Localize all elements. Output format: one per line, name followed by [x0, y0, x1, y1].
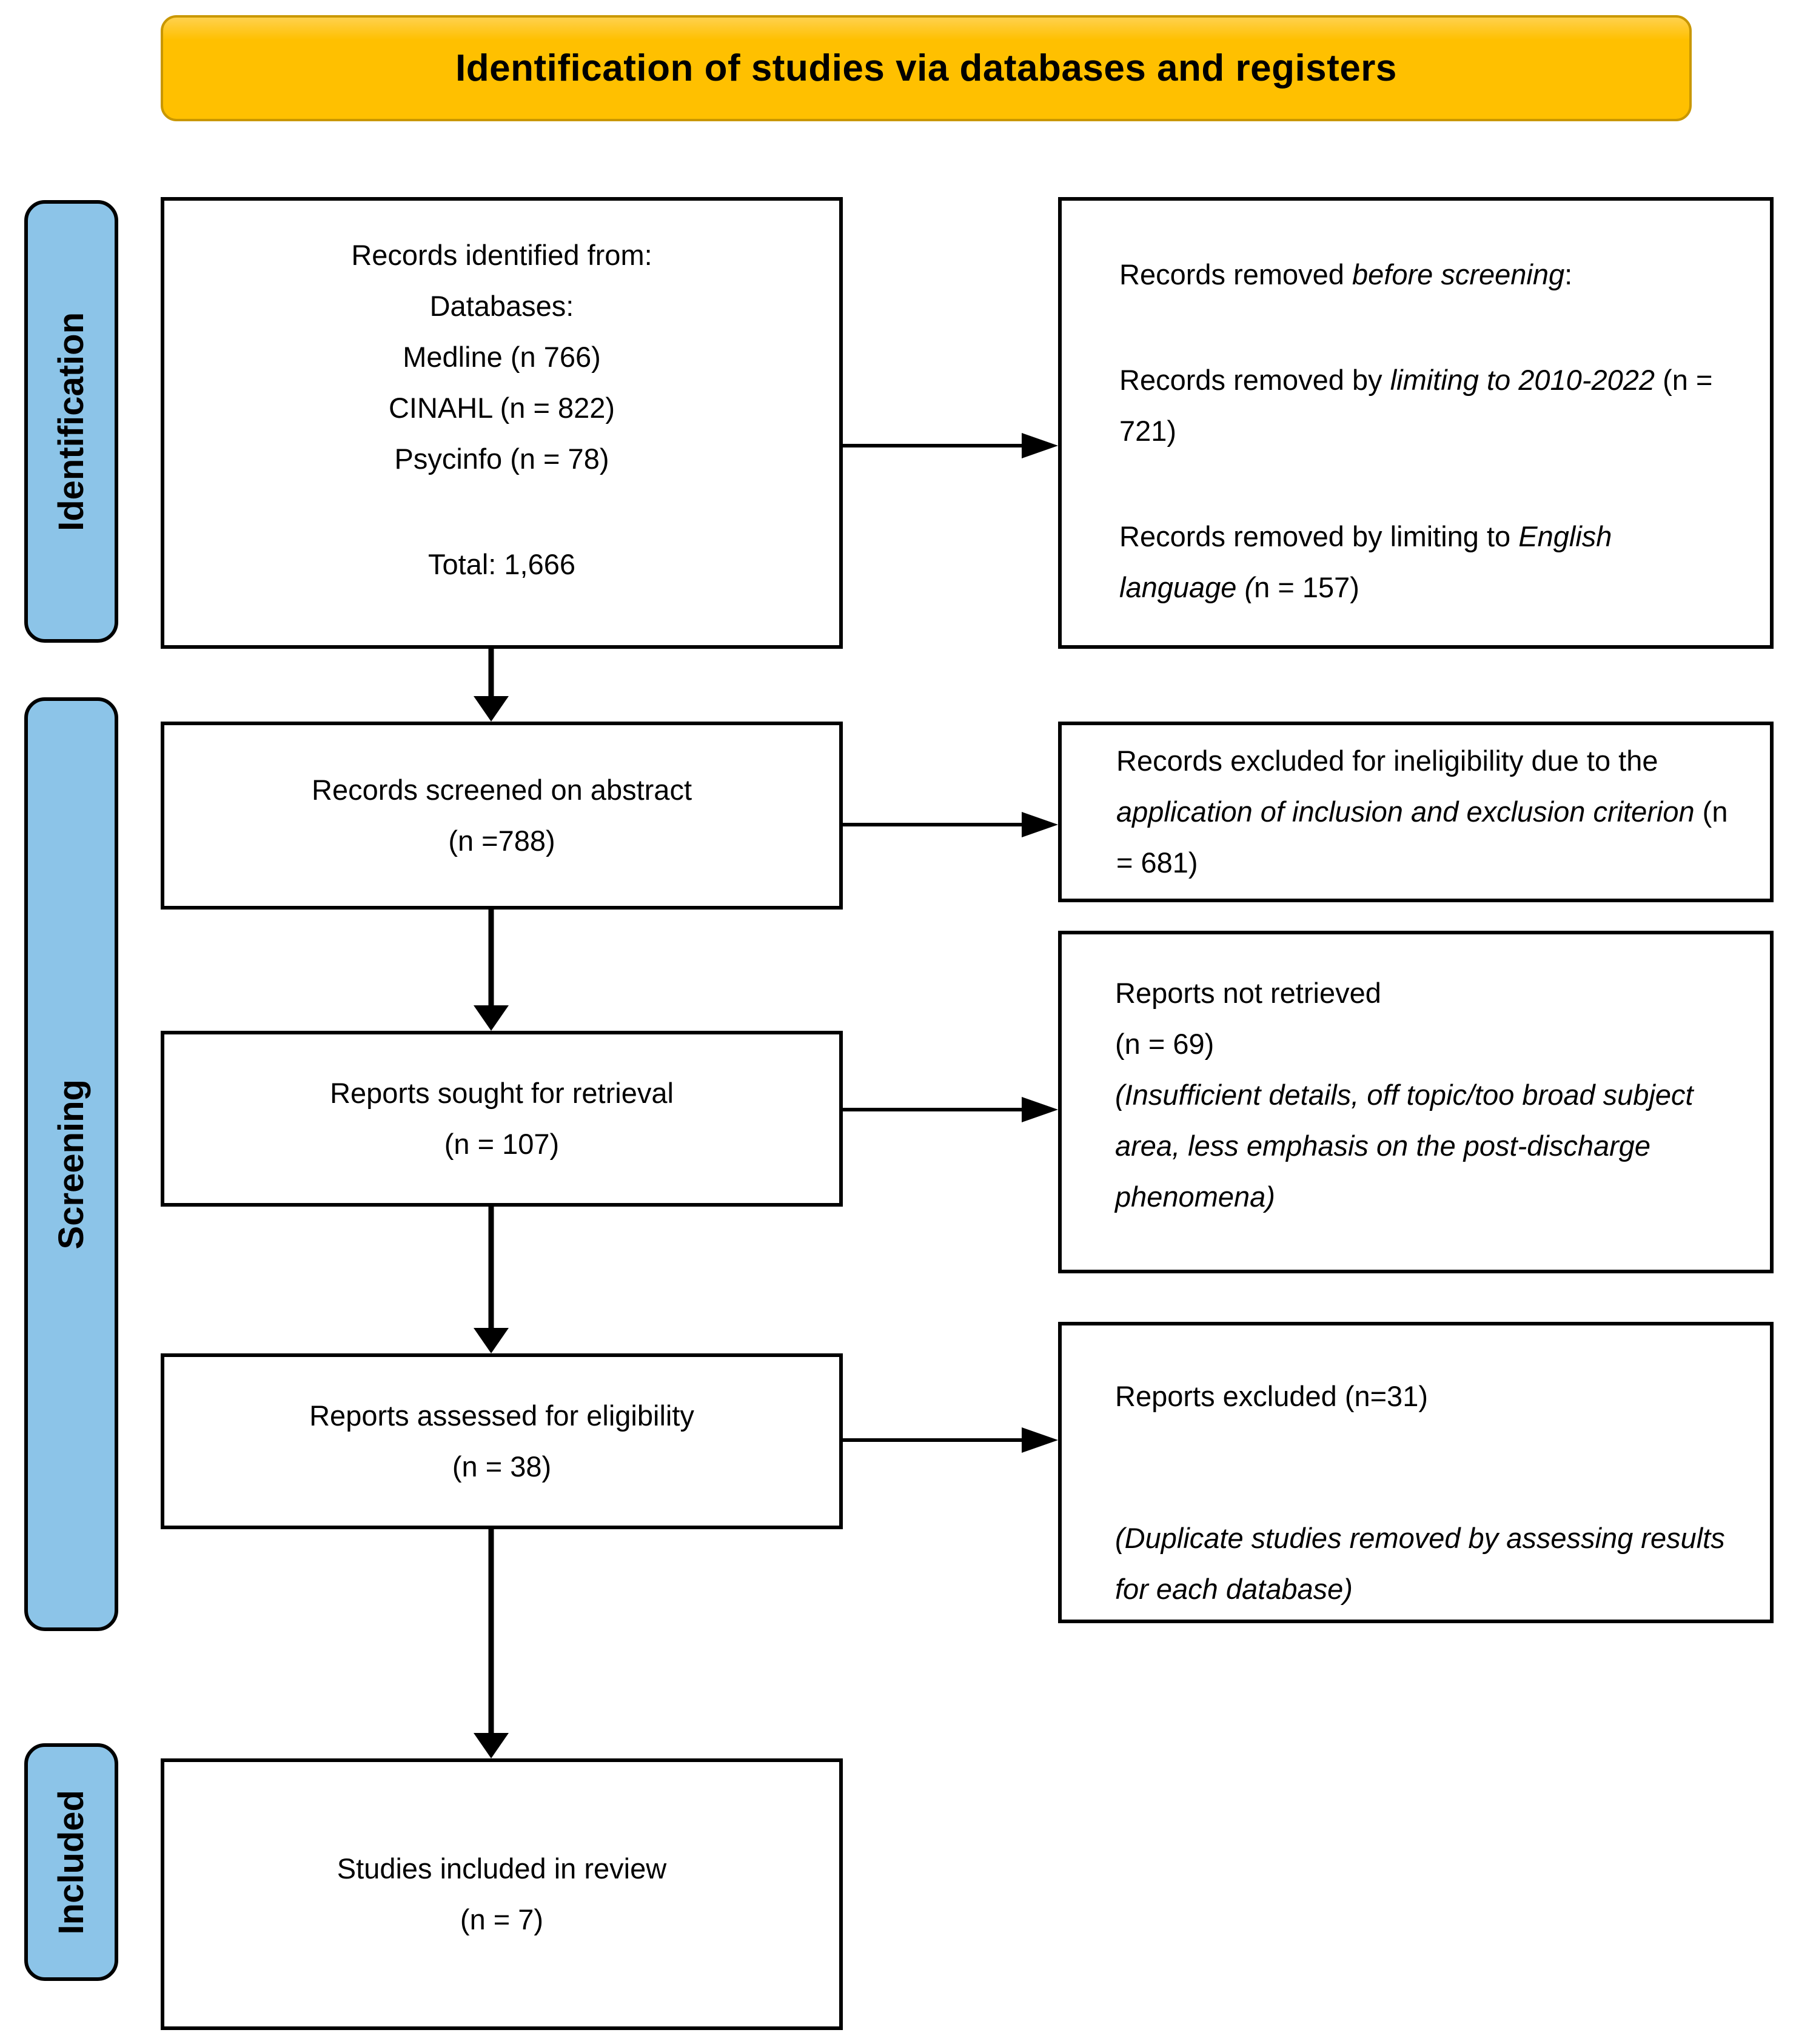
reports-not-retrieved-reasons: (Insufficient details, off topic/too bro…	[1115, 1079, 1694, 1213]
arrow-head-right-icon	[1022, 812, 1058, 837]
reports-excluded-reason: (Duplicate studies removed by assessing …	[1115, 1522, 1725, 1605]
arrow-screened-to-sought	[473, 910, 509, 1031]
box-reports-excluded: Reports excluded (n=31) (Duplicate studi…	[1058, 1322, 1774, 1623]
box-reports-not-retrieved: Reports not retrieved (n = 69) (Insuffic…	[1058, 931, 1774, 1273]
studies-included-line: Studies included in review	[337, 1852, 667, 1885]
records-screened-line: Records screened on abstract	[312, 774, 692, 806]
arrow-head-right-icon	[1022, 433, 1058, 458]
records-identified-total: Total: 1,666	[427, 548, 575, 580]
records-identified-line: Medline (n 766)	[403, 341, 601, 373]
arrow-stem	[488, 910, 494, 1008]
arrow-head-down-icon	[474, 1328, 509, 1353]
reports-excluded-line: Reports excluded (n=31)	[1115, 1380, 1428, 1412]
stage-screening-label: Screening	[52, 1079, 91, 1250]
reports-assessed-count: (n = 38)	[452, 1450, 552, 1483]
arrow-sought-to-assessed	[473, 1207, 509, 1353]
arrow-stem	[488, 1207, 494, 1330]
arrow-stem	[843, 823, 1024, 826]
box-studies-included: Studies included in review (n = 7)	[161, 1758, 843, 2030]
arrow-head-right-icon	[1022, 1427, 1058, 1453]
arrow-stem	[488, 649, 494, 699]
arrow-head-down-icon	[474, 1733, 509, 1758]
records-identified-line: Psycinfo (n = 78)	[394, 443, 609, 475]
reports-not-retrieved-line: Reports not retrieved	[1115, 977, 1381, 1009]
arrow-stem	[843, 1108, 1024, 1111]
reports-not-retrieved-count: (n = 69)	[1115, 1028, 1215, 1060]
arrow-stem	[843, 1438, 1024, 1442]
studies-included-count: (n = 7)	[460, 1903, 544, 1935]
box-records-identified: Records identified from: Databases: Medl…	[161, 197, 843, 649]
arrow-assessed-to-included	[473, 1529, 509, 1758]
records-identified-line: Databases:	[429, 290, 574, 322]
stage-included-label: Included	[52, 1789, 91, 1935]
arrow-assessed-to-reports-excluded	[843, 1427, 1058, 1453]
arrow-identified-to-removed	[843, 432, 1058, 459]
arrow-sought-to-not-retrieved	[843, 1096, 1058, 1123]
arrow-head-down-icon	[474, 1005, 509, 1031]
arrow-head-right-icon	[1022, 1097, 1058, 1122]
records-excluded-text: Records excluded for ineligibility due t…	[1116, 745, 1728, 879]
removed-before-heading: Records removed before screening:	[1119, 258, 1573, 290]
reports-sought-line: Reports sought for retrieval	[330, 1077, 674, 1109]
box-records-removed-before-screening: Records removed before screening: Record…	[1058, 197, 1774, 649]
stage-identification-label: Identification	[52, 312, 91, 531]
arrow-screened-to-excluded	[843, 811, 1058, 838]
reports-sought-count: (n = 107)	[444, 1128, 560, 1160]
stage-included: Included	[24, 1743, 118, 1981]
spacer	[164, 484, 839, 539]
box-reports-assessed: Reports assessed for eligibility (n = 38…	[161, 1353, 843, 1529]
box-records-screened: Records screened on abstract (n =788)	[161, 722, 843, 910]
arrow-identified-to-screened	[473, 649, 509, 722]
records-identified-line: CINAHL (n = 822)	[388, 392, 615, 424]
spacer	[1119, 300, 1727, 355]
records-identified-line: Records identified from:	[351, 239, 652, 271]
stage-screening: Screening	[24, 697, 118, 1631]
box-reports-sought: Reports sought for retrieval (n = 107)	[161, 1031, 843, 1207]
title-banner: Identification of studies via databases …	[161, 15, 1692, 121]
page-title: Identification of studies via databases …	[455, 47, 1397, 89]
arrow-stem	[488, 1529, 494, 1735]
arrow-stem	[843, 444, 1024, 447]
arrow-head-down-icon	[474, 696, 509, 722]
box-records-excluded-ineligibility: Records excluded for ineligibility due t…	[1058, 722, 1774, 902]
spacer	[1119, 457, 1727, 511]
stage-identification: Identification	[24, 200, 118, 643]
removed-by-year-limit: Records removed by limiting to 2010-2022…	[1119, 364, 1713, 447]
records-screened-count: (n =788)	[448, 825, 555, 857]
reports-assessed-line: Reports assessed for eligibility	[309, 1399, 694, 1432]
removed-by-language-limit: Records removed by limiting to English l…	[1119, 520, 1612, 603]
